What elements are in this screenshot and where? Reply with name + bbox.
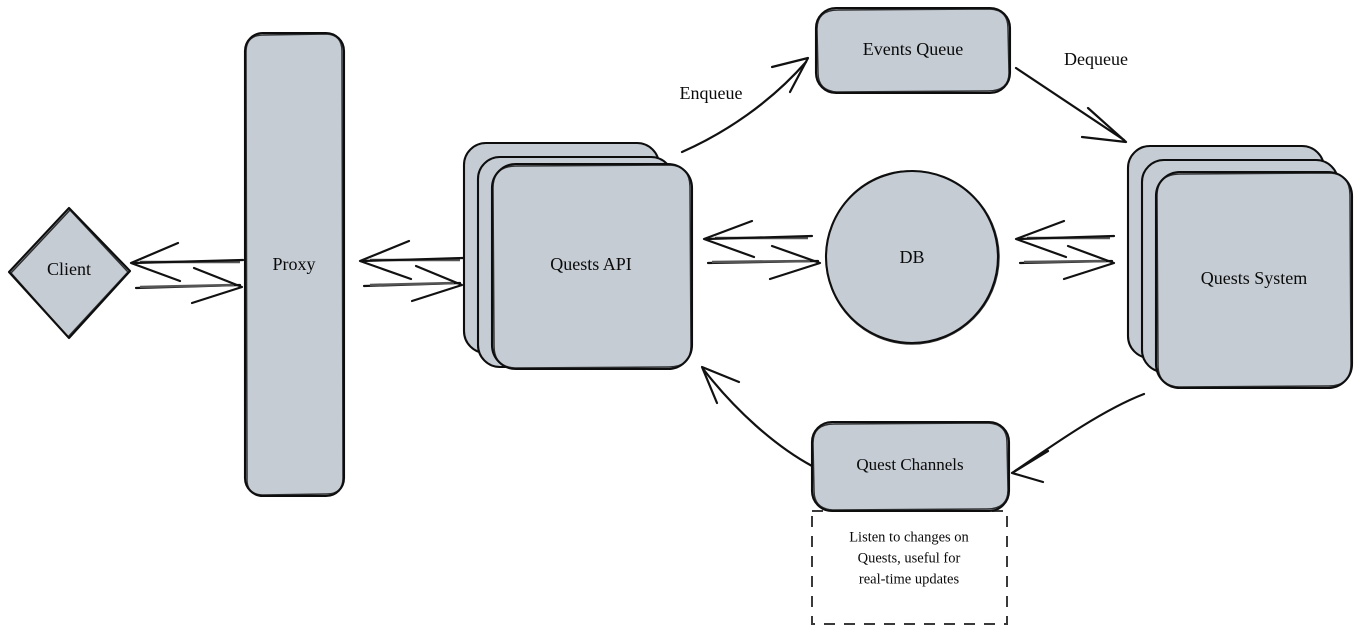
node-quest-channels-label: Quest Channels [856, 455, 963, 474]
node-db-label: DB [899, 247, 924, 267]
note-line-1: Listen to changes on [849, 529, 969, 545]
node-db[interactable]: DB [824, 169, 1000, 345]
node-client[interactable]: Client [7, 206, 132, 340]
edge-questsapi-eventsqueue [680, 56, 810, 154]
edge-client-proxy [129, 241, 245, 305]
edge-label-enqueue: Enqueue [680, 83, 743, 103]
note-line-2: Quests, useful for [858, 550, 961, 566]
node-quests-api-label: Quests API [550, 254, 632, 274]
edge-questssystem-questchannels [1010, 392, 1146, 484]
node-proxy[interactable]: Proxy [243, 31, 346, 498]
node-quest-channels[interactable]: Quest Channels [810, 420, 1011, 513]
node-quests-api[interactable]: Quests API [462, 141, 694, 371]
node-client-label: Client [47, 259, 91, 279]
edge-questsapi-db [702, 219, 822, 281]
enqueue-label: Enqueue [680, 83, 743, 103]
edge-eventsqueue-questssystem [1014, 66, 1128, 144]
node-events-queue-label: Events Queue [863, 39, 963, 59]
note-box: Listen to changes on Quests, useful for … [811, 510, 1008, 625]
edge-label-dequeue: Dequeue [1064, 49, 1128, 69]
edge-questchannels-questsapi [700, 365, 814, 468]
edge-proxy-questsapi [358, 239, 465, 303]
dequeue-label: Dequeue [1064, 49, 1128, 69]
node-quests-system[interactable]: Quests System [1126, 144, 1354, 390]
note-line-3: real-time updates [859, 571, 960, 587]
edge-db-questssystem [1014, 219, 1116, 281]
node-proxy-label: Proxy [272, 254, 315, 274]
node-quests-system-label: Quests System [1201, 268, 1308, 288]
node-events-queue[interactable]: Events Queue [814, 6, 1012, 95]
